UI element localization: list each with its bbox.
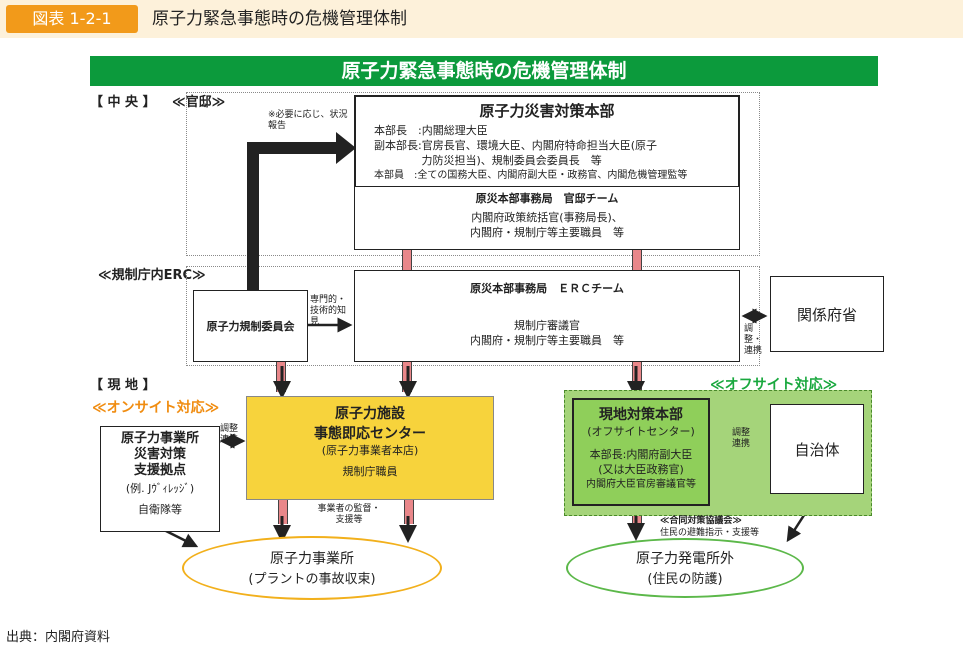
response-center-staff: 規制庁職員 [342, 465, 398, 478]
erc-team-line-1: 規制庁審議官 [514, 319, 580, 332]
disaster-hq-box: 原子力災害対策本部 本部長 :内閣総理大臣 副本部長:官房長官、環境大臣、内閣府… [354, 95, 740, 188]
hq-line-3: 力防災担当)、規制委員会委員長 等 [374, 154, 602, 167]
kantei-team-line-2: 内閣府・規制庁等主要職員 等 [470, 226, 624, 239]
response-center-sub: (原子力事業者本店) [321, 444, 419, 457]
coord-note-support: 調整連携 [220, 424, 239, 445]
municipality-label: 自治体 [794, 441, 840, 459]
report-note: ※必要に応じ、状況報告 [268, 110, 348, 131]
hq-line-1: 本部長 :内閣総理大臣 [374, 124, 488, 137]
response-center-title-1: 原子力施設 [335, 406, 405, 422]
hq-title: 原子力災害対策本部 [479, 102, 615, 120]
local-hq-line-2: (又は大臣政務官) [598, 463, 684, 476]
erc-team-box: 原災本部事務局 ＥＲＣチーム 規制庁審議官 内閣府・規制庁等主要職員 等 [354, 270, 740, 362]
support-base-title: 原子力事業所 災害対策 支援拠点 [120, 431, 199, 478]
expertise-note: 専門的・技術的知見 [310, 295, 347, 327]
central-label: 【 中 央 】 [90, 95, 156, 110]
support-base-box: 原子力事業所 災害対策 支援拠点 (例. Jｳﾞｨﾚｯｼﾞ) 自衛隊等 [100, 426, 220, 532]
erc-label: ≪規制庁内ERC≫ [98, 268, 206, 283]
kantei-zone [186, 92, 760, 256]
source-note: 出典：内閣府資料 [6, 630, 111, 645]
response-center-box: 原子力施設 事態即応センター (原子力事業者本店) 規制庁職員 [246, 396, 494, 500]
connector-kantei-erc-right [632, 250, 642, 270]
kantei-team-title: 原災本部事務局 官邸チーム [475, 192, 619, 205]
ministries-box: 関係府省 [770, 276, 884, 352]
response-center-title-2: 事態即応センター [314, 426, 426, 442]
outside-title: 原子力発電所外 [636, 551, 734, 567]
plant-ellipse: 原子力事業所 (プラントの事故収束) [182, 536, 442, 600]
connector-center-plant-left [278, 498, 288, 524]
coord-note-ministries: 調整・連携 [744, 324, 763, 356]
outside-sub: (住民の防護) [647, 572, 723, 587]
nra-box: 原子力規制委員会 [193, 290, 308, 362]
local-hq-line-1: 本部長:内閣府副大臣 [589, 448, 693, 461]
local-hq-title: 現地対策本部 [599, 407, 683, 423]
support-base-sub: (例. Jｳﾞｨﾚｯｼﾞ) [125, 482, 195, 495]
diagram-banner: 原子力緊急事態時の危機管理体制 [90, 56, 878, 86]
local-hq-box: 現地対策本部 (オフサイトセンター) 本部長:内閣府副大臣 (又は大臣政務官) … [572, 398, 710, 506]
report-arrow-head [336, 132, 356, 164]
municipality-box: 自治体 [770, 404, 864, 494]
connector-center-plant-right [404, 498, 414, 524]
plant-title: 原子力事業所 [270, 551, 354, 567]
hq-line-4: 本部員 :全ての国務大臣、内閣府副大臣・政務官、内閣危機管理監等 [374, 170, 688, 181]
erc-team-line-2: 内閣府・規制庁等主要職員 等 [470, 334, 624, 347]
erc-team-title: 原災本部事務局 ＥＲＣチーム [470, 282, 624, 295]
local-label: 【 現 地 】 [90, 378, 156, 393]
onsite-label: ≪オンサイト対応≫ [92, 400, 220, 416]
connector-kantei-erc-left [402, 250, 412, 270]
evac-note: 住民の避難指示・支援等 [660, 528, 760, 538]
supervise-note: 事業者の監督・支援等 [317, 504, 381, 525]
hq-line-2: 副本部長:官房長官、環境大臣、内閣府特命担当大臣(原子 [374, 139, 657, 152]
figure-header [0, 0, 963, 38]
kantei-team-box: 原災本部事務局 官邸チーム 内閣府政策統括官(事務局長)、 内閣府・規制庁等主要… [354, 186, 740, 250]
offsite-label: ≪オフサイト対応≫ [710, 377, 838, 393]
figure-title: 原子力緊急事態時の危機管理体制 [152, 9, 407, 29]
joint-council-note: ≪合同対策協議会≫ [660, 516, 742, 526]
kantei-label: ≪官邸≫ [172, 95, 226, 110]
nra-label: 原子力規制委員会 [206, 320, 295, 333]
figure-number: 図表 1-2-1 [6, 5, 138, 33]
outside-ellipse: 原子力発電所外 (住民の防護) [566, 538, 804, 598]
ministries-label: 関係府省 [796, 306, 857, 324]
coord-note-local: 調整連携 [732, 428, 751, 449]
local-hq-sub: (オフサイトセンター) [587, 425, 695, 438]
plant-sub: (プラントの事故収束) [248, 572, 376, 587]
local-hq-line-3: 内閣府大臣官房審議官等 [586, 479, 696, 490]
kantei-team-line-1: 内閣府政策統括官(事務局長)、 [471, 211, 623, 224]
sdf-label: 自衛隊等 [138, 503, 182, 516]
